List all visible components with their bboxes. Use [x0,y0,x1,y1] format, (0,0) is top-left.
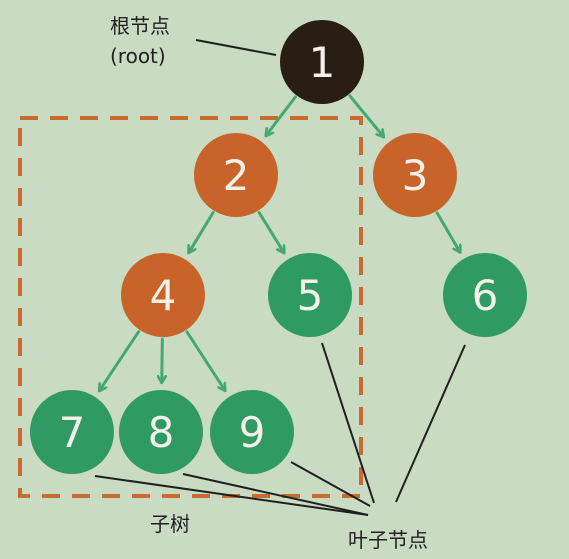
node-label-6: 6 [472,271,499,320]
edge-1-3 [348,94,383,136]
node-7: 7 [30,390,114,474]
node-label-2: 2 [223,151,250,200]
leaf-pointer-line-5 [321,342,375,504]
leaf-pointer-line-9 [290,461,371,507]
edge-3-6 [435,211,460,252]
edge-2-5 [257,210,284,252]
node-5: 5 [268,253,352,337]
edge-4-9 [185,330,225,390]
node-circle-8 [119,390,203,474]
node-circle-6 [443,253,527,337]
node-circle-4 [121,253,205,337]
node-2: 2 [194,133,278,217]
leaf-pointer-line-8 [182,473,369,516]
node-label-3: 3 [402,151,429,200]
node-1: 1 [280,20,364,104]
edge-4-7 [100,330,141,391]
node-circle-5 [268,253,352,337]
subtree-label: 子树 [150,512,190,536]
node-circle-1 [280,20,364,104]
node-circle-2 [194,133,278,217]
nodes: 1 2 3 4 5 6 7 8 9 [30,20,527,474]
leaf-pointer-lines [94,342,466,516]
root-label-en: (root) [110,44,166,68]
node-label-5: 5 [297,271,324,320]
node-3: 3 [373,133,457,217]
node-label-7: 7 [59,408,86,457]
leaf-pointer-line-7 [94,475,369,516]
node-circle-3 [373,133,457,217]
node-label-9: 9 [239,408,266,457]
leaf-pointer-line-6 [395,344,466,503]
node-9: 9 [210,390,294,474]
node-circle-9 [210,390,294,474]
edge-2-4 [189,211,215,253]
node-8: 8 [119,390,203,474]
node-label-4: 4 [150,271,177,320]
edge-4-8 [162,337,163,382]
edge-1-2 [266,95,297,135]
node-label-1: 1 [309,38,336,87]
root-label-cn: 根节点 [110,14,170,38]
node-circle-7 [30,390,114,474]
root-pointer-line [195,39,277,56]
edges [100,94,460,391]
leaf-label: 叶子节点 [348,528,428,552]
node-label-8: 8 [148,408,175,457]
node-6: 6 [443,253,527,337]
node-4: 4 [121,253,205,337]
